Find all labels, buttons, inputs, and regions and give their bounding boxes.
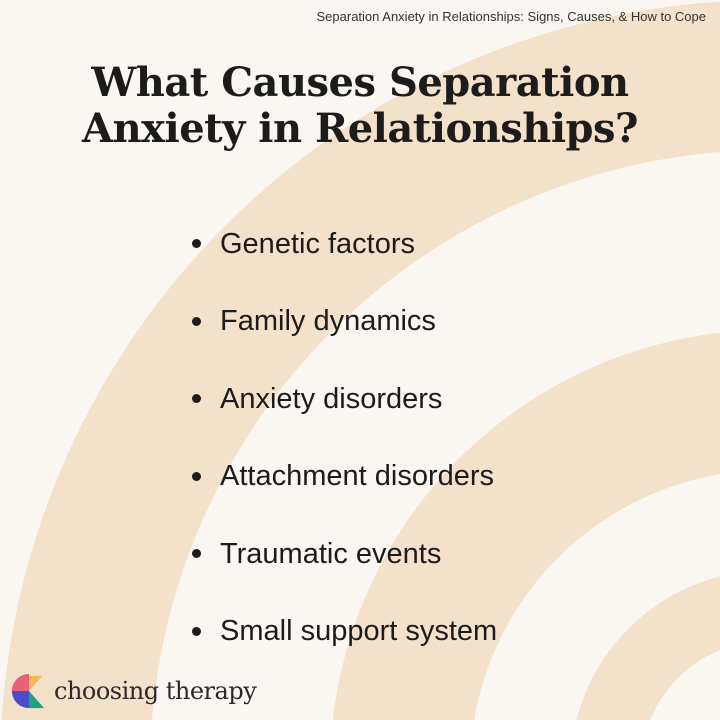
- list-item: Genetic factors: [192, 205, 497, 283]
- list-item-label: Genetic factors: [220, 227, 416, 260]
- bullet-icon: [192, 394, 201, 404]
- list-item: Small support system: [192, 593, 497, 671]
- bullet-icon: [192, 549, 201, 559]
- list-item: Anxiety disorders: [192, 360, 497, 438]
- list-item: Traumatic events: [192, 515, 497, 593]
- list-item-label: Small support system: [220, 615, 498, 648]
- article-subtitle: Separation Anxiety in Relationships: Sig…: [316, 9, 707, 24]
- title-line-1: What Causes Separation: [91, 59, 629, 106]
- brand-name: choosing therapy: [54, 677, 257, 705]
- list-item-label: Anxiety disorders: [220, 382, 443, 415]
- list-item-label: Attachment disorders: [220, 460, 495, 493]
- bullet-icon: [192, 316, 201, 326]
- causes-list: Genetic factors Family dynamics Anxiety …: [192, 205, 497, 670]
- list-item-label: Traumatic events: [220, 537, 442, 570]
- list-item-label: Family dynamics: [220, 305, 436, 338]
- title-line-2: Anxiety in Relationships?: [82, 105, 638, 152]
- list-item: Attachment disorders: [192, 438, 497, 516]
- list-item: Family dynamics: [192, 283, 497, 361]
- bullet-icon: [192, 626, 201, 636]
- brand-logo: choosing therapy: [10, 672, 257, 710]
- bullet-icon: [192, 471, 201, 481]
- bullet-icon: [192, 239, 201, 249]
- choosing-therapy-logo-icon: [11, 673, 45, 709]
